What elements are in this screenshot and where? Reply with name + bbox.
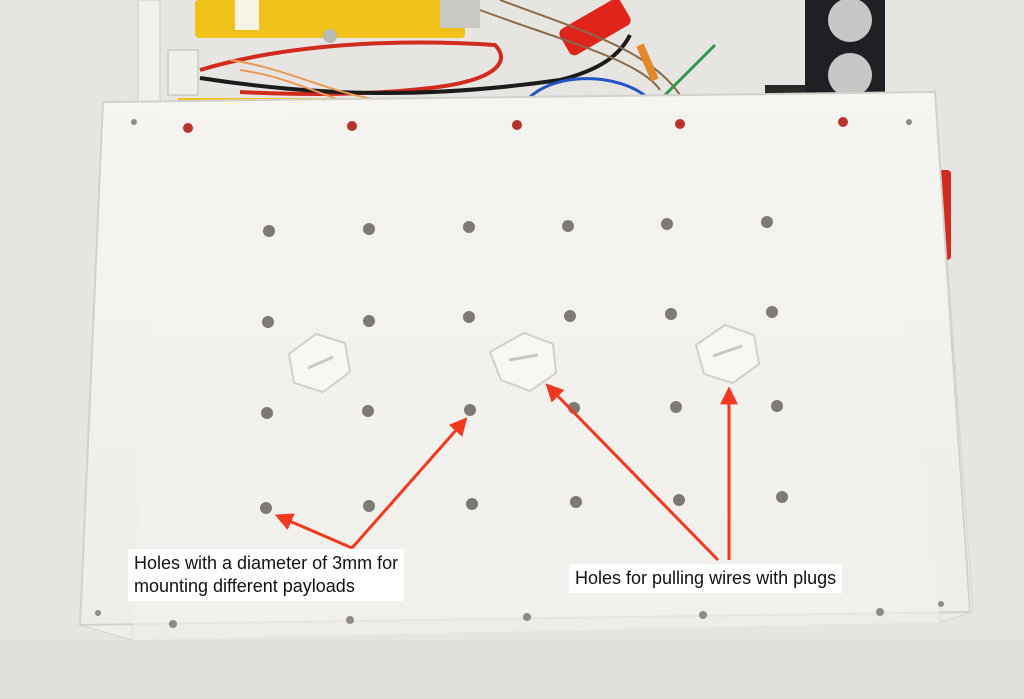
wire-holes-label-text: Holes for pulling wires with plugs xyxy=(575,568,837,588)
red-connector xyxy=(559,0,631,56)
arrow-to-hole-bottom-left xyxy=(274,513,353,550)
hex-plugs xyxy=(287,323,761,394)
mount-holes-label-line2: mounting different payloads xyxy=(134,576,355,596)
payload-holes-grid xyxy=(260,216,788,514)
mount-holes-label-line1: Holes with a diameter of 3mm for xyxy=(134,553,399,573)
hex-plug-middle xyxy=(488,331,558,393)
hex-plug-left xyxy=(287,332,352,394)
hex-plug-right xyxy=(694,323,761,385)
edge-holes xyxy=(95,117,944,628)
left-side-rail xyxy=(137,0,161,113)
annotation-arrows xyxy=(274,383,738,562)
wire-holes-label: Holes for pulling wires with plugs xyxy=(569,564,843,593)
arrow-to-middle-plug xyxy=(545,383,720,562)
arrow-to-hole-center xyxy=(350,417,468,549)
yellow-gear-motor xyxy=(195,0,465,38)
black-wire xyxy=(199,34,632,95)
mount-holes-label: Holes with a diameter of 3mm for mountin… xyxy=(128,549,405,601)
